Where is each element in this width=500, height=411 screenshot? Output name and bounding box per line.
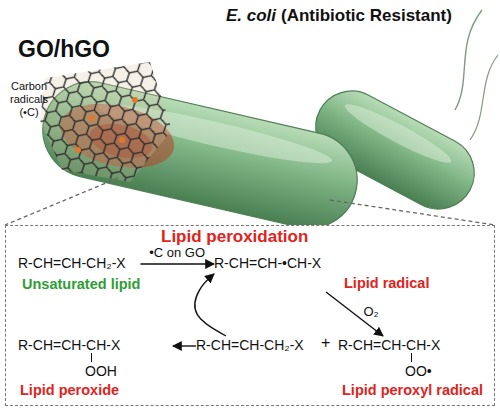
graphene-lattice: [40, 62, 172, 182]
species-label: Lipid radical: [344, 274, 429, 292]
flagellum: [470, 55, 498, 140]
chemical-formula: R-CH=CH-CH-X: [338, 336, 483, 354]
chemical-formula: R-CH=CH-•CH-X: [214, 254, 429, 272]
graphene-sheet: [40, 62, 172, 182]
organism-label: E. coli: [226, 6, 276, 26]
zoom-line: [5, 178, 118, 225]
zoom-line: [330, 200, 495, 225]
carbon-radical: [132, 97, 138, 103]
panel-heading: Lipid peroxidation: [161, 228, 494, 246]
chemical-species: R-CH=CH-CH₂-X Unsaturated lipid: [18, 254, 140, 293]
species-label: Unsaturated lipid: [22, 275, 140, 293]
annotation: Carbon radicals (•C): [3, 80, 55, 119]
reaction-arrow: [326, 292, 383, 336]
functional-group: OO•: [405, 363, 483, 379]
species-label: Lipid peroxyl radical: [342, 381, 483, 399]
edge-label: O₂: [364, 304, 379, 319]
reaction-arrow: [195, 274, 226, 336]
chemical-formula: R-CH=CH-CH₂-X: [18, 254, 140, 272]
functional-group: OOH: [85, 363, 173, 379]
dashed-panel: Lipid peroxidationR-CH=CH-CH₂-X Unsaturat…: [5, 225, 495, 406]
chemical-species: R-CH=CH-CH-X OOH Lipid peroxide: [18, 336, 173, 399]
reaction-arrow: [173, 345, 196, 346]
flagellum: [455, 10, 482, 110]
species-label: Lipid peroxide: [20, 381, 173, 399]
chemical-species: R-CH=CH-CH₂-X: [196, 336, 304, 354]
chemical-formula: R-CH=CH-CH-X: [18, 336, 173, 354]
chemical-formula: R-CH=CH-CH₂-X: [196, 336, 304, 354]
reaction-arrow: [140, 263, 214, 264]
carbon-radical: [119, 137, 125, 143]
plus-sign: +: [321, 334, 330, 352]
carbon-radical: [75, 147, 81, 153]
chemical-species: R-CH=CH-•CH-X Lipid radical: [214, 254, 429, 292]
organism-label: (Antibiotic Resistant): [281, 6, 452, 26]
carbon-radical: [89, 115, 95, 121]
chemical-species: R-CH=CH-CH-X OO• Lipid peroxyl radical: [338, 336, 483, 399]
edge-label: •C on GO: [149, 245, 205, 260]
material-label: GO/hGO: [18, 36, 110, 63]
